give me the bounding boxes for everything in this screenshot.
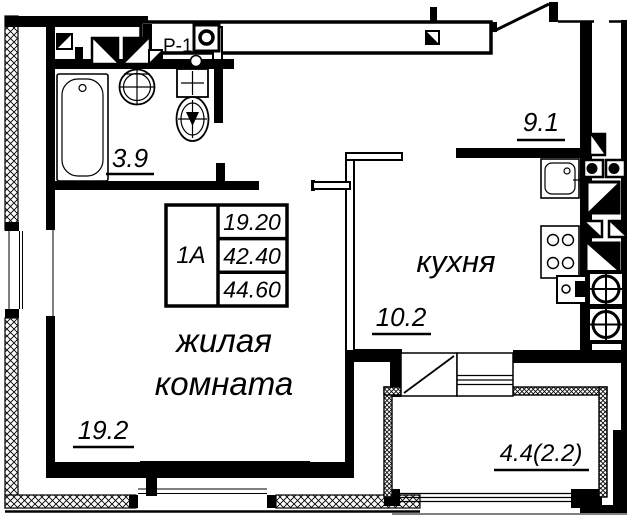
shaft-stub-1 (75, 47, 83, 69)
balcony-corner-step (580, 505, 627, 513)
balcony-wall-top-left (383, 386, 402, 396)
vent-shaft-icon (90, 36, 120, 66)
balcony-wall-right (598, 386, 608, 498)
washbasin-icon (118, 68, 156, 106)
exterior-wall-left-top (4, 15, 19, 231)
wall-hall-bottom (456, 148, 582, 158)
living-name-line2: комната (155, 365, 294, 402)
balcony-wall-top-right (512, 386, 608, 396)
window-bottom-cap-right (267, 495, 276, 508)
wall-bathroom-bottom (46, 181, 259, 190)
wall-right-outer-lower (613, 430, 627, 508)
bathroom-area-label: 3.9 (112, 143, 148, 173)
kitchen-name-label: кухня (416, 244, 495, 279)
entrance-door-swing (493, 2, 550, 33)
exterior-wall-left-bottom (4, 317, 19, 509)
exterior-wall-bottom-left (4, 494, 137, 509)
duct-circle-icon (192, 23, 221, 53)
vent-shaft-icon-2 (122, 36, 152, 66)
vent-square-small-icon-2 (148, 49, 163, 64)
vent-shaft-big-icon (585, 180, 621, 215)
balcony-window (456, 352, 514, 397)
duct-dot-icon-2 (604, 158, 627, 179)
vent-narrow-icon (588, 132, 607, 157)
wall-left-face-lower (46, 316, 55, 466)
balcony-door-swing (403, 355, 455, 394)
table-living-area: 19.20 (223, 209, 281, 235)
riser-icon-2 (586, 305, 626, 344)
vent-shaft-big-icon-2 (584, 241, 621, 274)
vent-wedge-icon-2 (607, 219, 627, 239)
vent-wedge-icon (583, 219, 604, 239)
wall-entry-stub (549, 2, 558, 22)
stove-icon (540, 225, 580, 279)
living-name-line1: жилая (174, 322, 272, 359)
unit-label: 1А (176, 242, 205, 269)
wall-living-bottom-tie (146, 478, 157, 496)
vent-icons-row (56, 23, 440, 66)
top-stub (430, 7, 437, 31)
balcony-wall-left (383, 386, 393, 498)
table-total-with-balcony: 44.60 (223, 277, 281, 303)
wall-living-bottom (46, 462, 354, 478)
window-bottom-cap-left (129, 495, 138, 508)
toilet-icon (175, 68, 210, 142)
interior-walls (5, 2, 627, 513)
balcony-walls (383, 386, 608, 498)
vent-square-small-icon (56, 33, 73, 50)
table-total-area: 42.40 (223, 243, 281, 269)
drain-circle-icon (189, 54, 203, 68)
wall-partition-top (345, 152, 403, 161)
balcony-door (400, 352, 458, 397)
window-bottom (138, 461, 310, 494)
window-left-cap-bottom (5, 309, 19, 318)
vent-square-small-icon-3 (425, 30, 440, 45)
wall-partition-lower (345, 349, 354, 465)
balcony-area-label: 4.4(2.2) (500, 440, 583, 467)
wall-balcony-door-jamb (390, 349, 401, 397)
wall-living-door-stub (312, 181, 351, 190)
living-area-label: 19.2 (78, 415, 129, 445)
kitchen-sink-icon (540, 158, 585, 199)
duct-dot-icon (582, 158, 605, 179)
wall-kitchen-bottom-right (513, 350, 627, 363)
wall-bathroom-right-stub (216, 163, 225, 183)
kitchen-area-label: 10.2 (376, 302, 427, 332)
meter-box-icon (556, 275, 587, 304)
window-left (8, 230, 54, 316)
riser-icon (586, 270, 626, 308)
utility-strip (582, 132, 627, 344)
wall-left-face-upper (46, 16, 55, 230)
balcony-glazing (392, 492, 599, 503)
bathtub-icon (56, 73, 109, 182)
wall-bathroom-right-upper (214, 57, 223, 123)
entry-door-hinge (491, 22, 497, 32)
info-table: 1А 19.20 42.40 44.60 (164, 203, 289, 308)
wall-kitchen-bottom (345, 349, 402, 362)
hall-area-label: 9.1 (523, 107, 559, 137)
riser-label: Р-1 (163, 36, 193, 57)
wall-top-left (5, 16, 148, 27)
window-left-cap-top (5, 222, 19, 231)
